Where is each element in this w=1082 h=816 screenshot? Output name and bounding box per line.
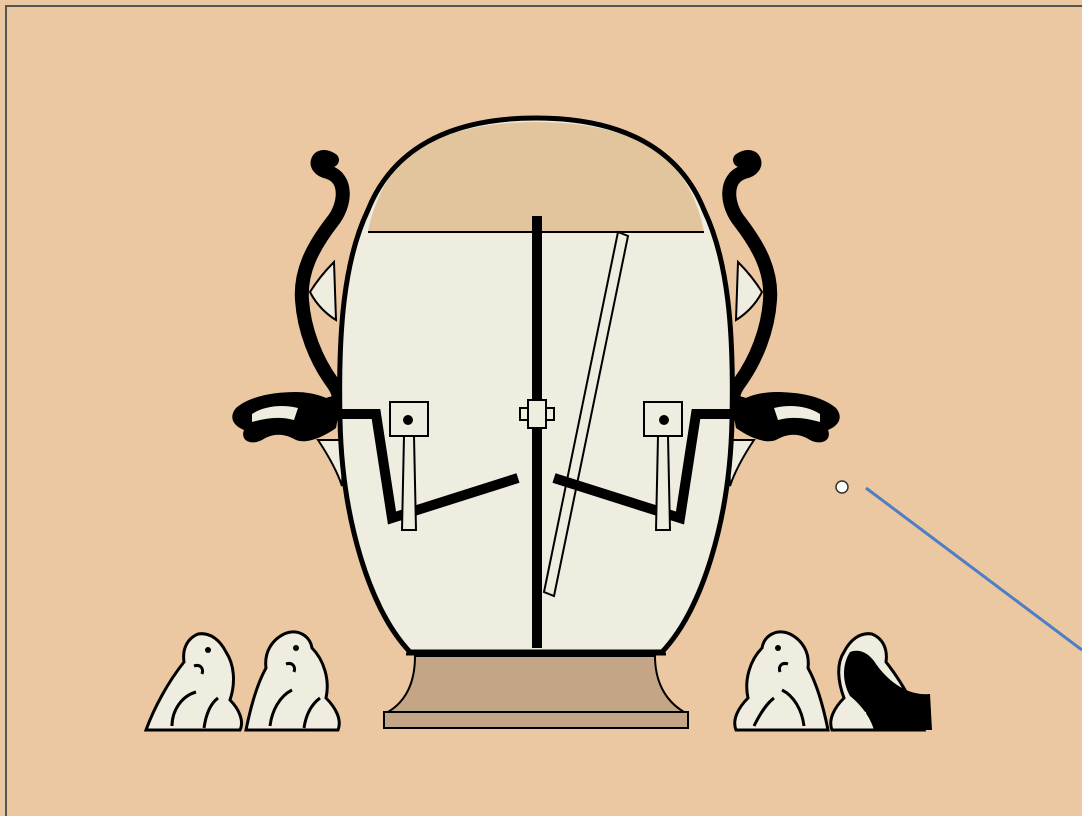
ball-indicator — [836, 481, 848, 493]
base-pedestal — [384, 656, 688, 728]
